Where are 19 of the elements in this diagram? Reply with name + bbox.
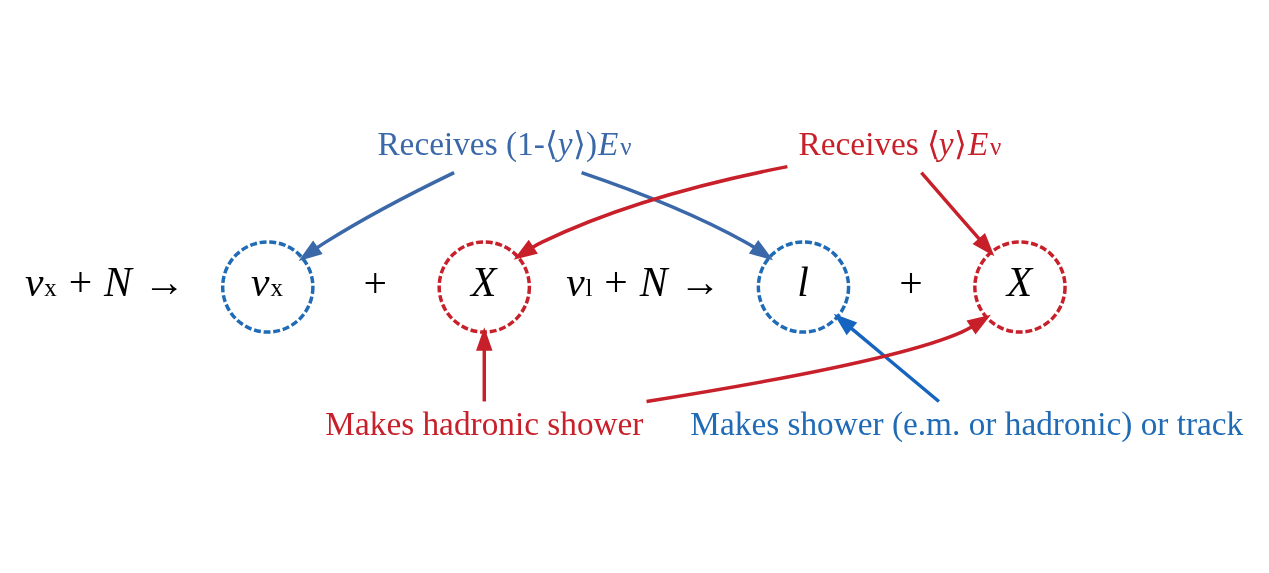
arrow [833, 313, 941, 403]
node-circle: l [756, 239, 851, 334]
arrow [646, 314, 991, 403]
node-text: Receives ⟨y⟩Eν [798, 124, 1002, 162]
node-text: Makes hadronic shower [325, 404, 644, 442]
arrow [298, 170, 455, 261]
arrow [513, 164, 788, 260]
label: νl + N → [566, 258, 721, 305]
node-circle: νx [220, 239, 315, 334]
arrow [920, 171, 995, 256]
node-circle: X [437, 239, 532, 334]
arrow [476, 326, 493, 401]
label: + [899, 259, 923, 306]
node-text: Receives (1-⟨y⟩)Eν [377, 124, 632, 162]
label: + [363, 259, 388, 306]
node-circle: X [973, 239, 1067, 334]
arrow [581, 170, 774, 260]
label: νx + N → [24, 258, 186, 305]
node-text: Makes shower (e.m. or hadronic) or track [690, 404, 1244, 442]
